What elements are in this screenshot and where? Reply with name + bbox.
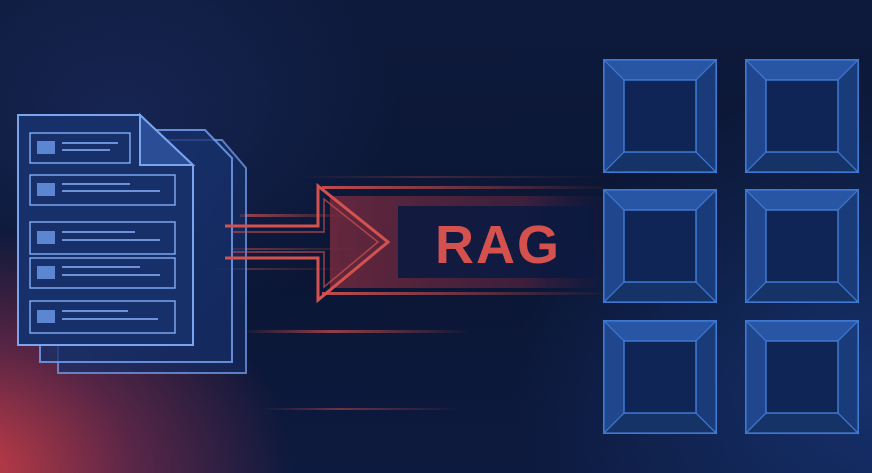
grid-tile-4 [744, 188, 860, 304]
right-arrow-icon [225, 182, 612, 304]
grid-tile-3 [602, 188, 718, 304]
grid-tiles-icon [602, 58, 860, 435]
grid-tile-2 [744, 58, 860, 174]
document-bullets [37, 141, 55, 323]
grid-tile-5 [602, 319, 718, 435]
document-text-lines [62, 142, 160, 320]
light-streaks [215, 176, 600, 410]
grid-tile-1 [602, 58, 718, 174]
document-rows [29, 132, 176, 334]
grid-tile-6 [744, 319, 860, 435]
document-stack-icon [17, 112, 247, 374]
rag-label: RAG [435, 215, 561, 275]
